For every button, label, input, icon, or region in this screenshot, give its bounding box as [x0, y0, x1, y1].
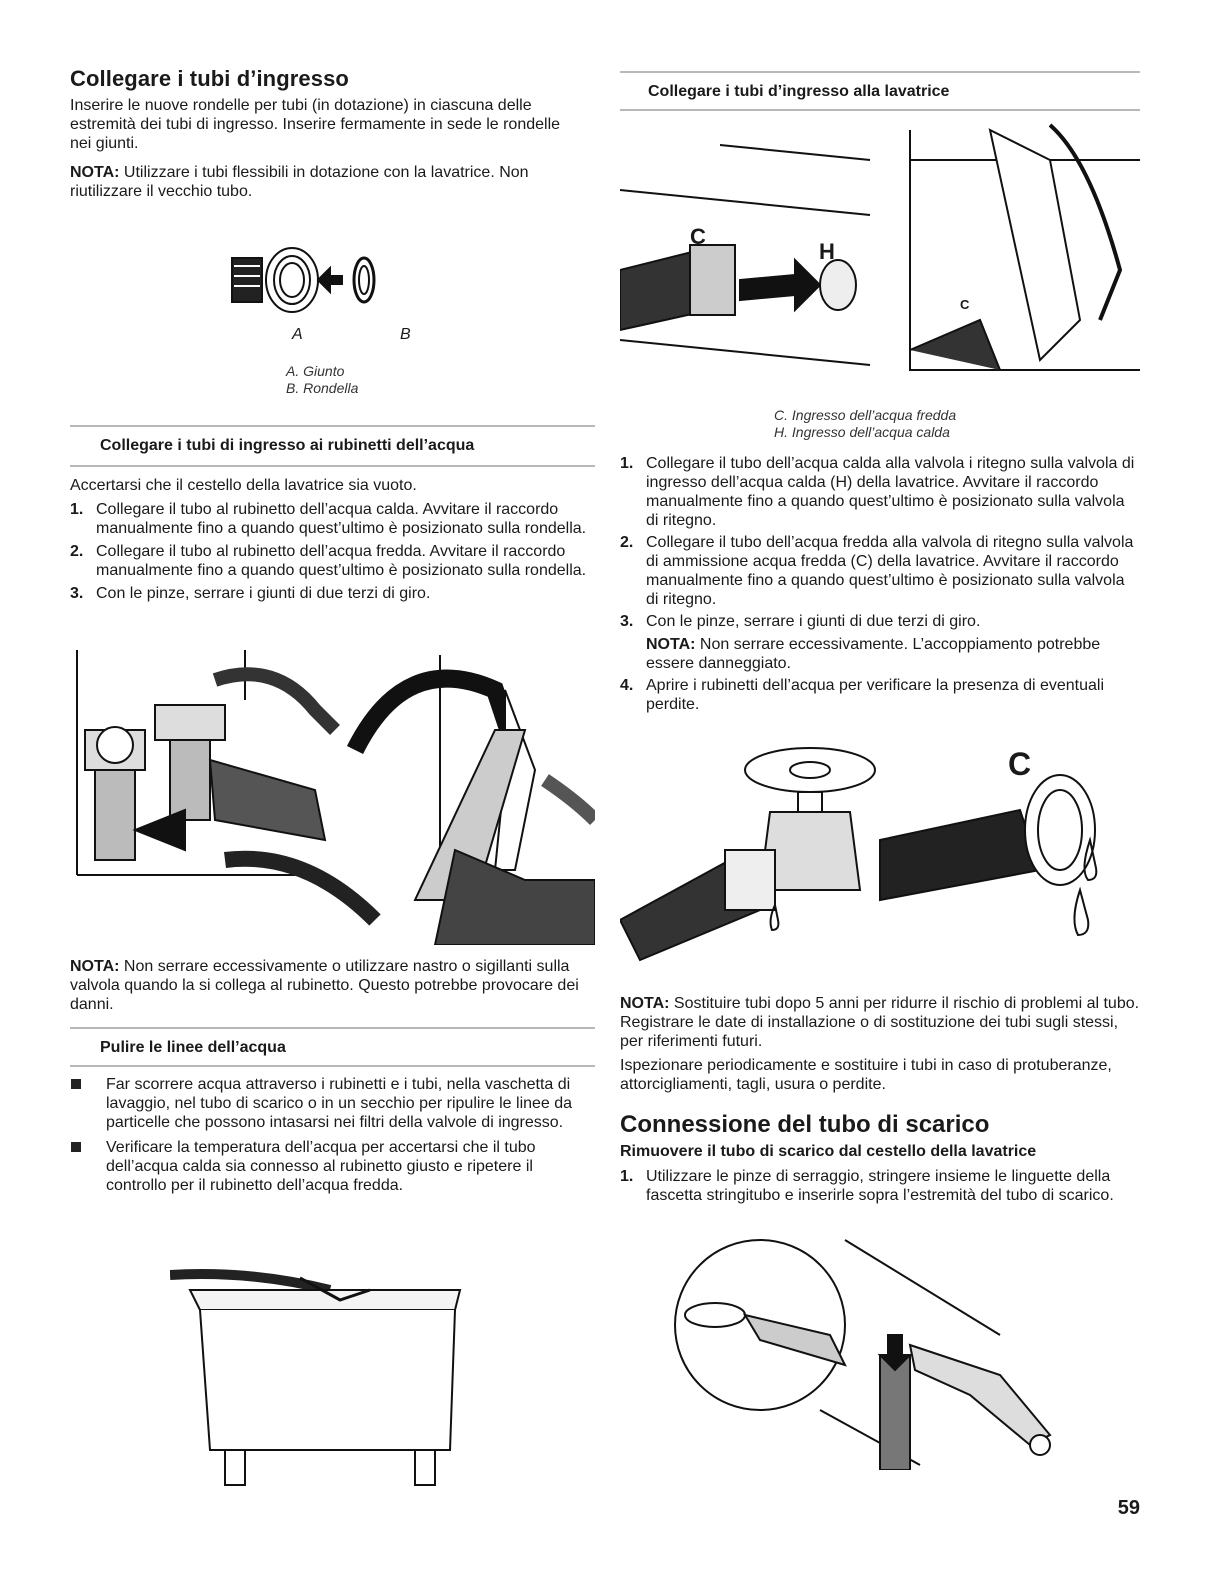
clean-lines-list: Far scorrere acqua attraverso i rubinett…	[70, 1075, 590, 1195]
inspect-paragraph: Ispezionare periodicamente e sostituire …	[620, 1057, 1112, 1093]
page-number: 59	[1117, 1497, 1140, 1519]
subheading-faucets-text: Collegare i tubi di ingresso ai rubinett…	[100, 437, 475, 454]
subheading-washer-inlet: Collegare i tubi d’ingresso alla lavatri…	[620, 71, 1140, 111]
drain-subheading: Rimuovere il tubo di scarico dal cestell…	[620, 1143, 1037, 1160]
section-title: Collegare i tubi d’ingresso	[70, 66, 349, 91]
nota-label: NOTA:	[620, 995, 670, 1012]
list-item: 3.Con le pinze, serrare i giunti di due …	[70, 585, 431, 602]
subheading-faucets: Collegare i tubi di ingresso ai rubinett…	[70, 425, 595, 467]
hose-fitting-illustration	[231, 247, 376, 313]
nota-paragraph-2: NOTA: Non serrare eccessivamente o utili…	[70, 957, 590, 1014]
drain-hose-clamp-illustration	[674, 1239, 1052, 1470]
list-item: 1.Utilizzare le pinze di serraggio, stri…	[620, 1168, 1114, 1204]
washer-inlet-illustration	[620, 123, 1140, 371]
list-item: 2.Collegare il tubo dell’acqua fredda al…	[620, 534, 1134, 608]
faucet-connection-illustration	[76, 650, 595, 945]
nota-label: NOTA:	[70, 164, 120, 181]
step-nota: NOTA: Non serrare eccessivamente. L’acco…	[646, 636, 1101, 672]
faucet-steps: 1.Collegare il tubo al rubinetto dell’ac…	[70, 500, 590, 603]
label-a: A	[292, 326, 303, 343]
intro-paragraph: Inserire le nuove rondelle per tubi (in …	[70, 97, 561, 152]
nota-text: Non serrare eccessivamente o utilizzare …	[70, 958, 579, 1013]
caption-h: H. Ingresso dell’acqua calda	[774, 424, 950, 440]
list-item: 3.Con le pinze, serrare i giunti di due …	[620, 612, 1135, 673]
list-item: Verificare la temperatura dell’acqua per…	[70, 1138, 590, 1195]
subheading-washer-inlet-text: Collegare i tubi d’ingresso alla lavatri…	[648, 83, 950, 100]
label-c-small: C	[960, 297, 970, 312]
nota-text: Sostituire tubi dopo 5 anni per ridurre …	[620, 995, 1140, 1050]
list-item: 1.Collegare il tubo al rubinetto dell’ac…	[70, 501, 587, 537]
laundry-tub-illustration	[170, 1269, 462, 1486]
faucet-intro: Accertarsi che il cestello della lavatri…	[70, 477, 417, 494]
leak-check-illustration	[620, 747, 1098, 962]
nota-label: NOTA:	[70, 958, 120, 975]
caption-b: B. Rondella	[286, 380, 359, 396]
list-item: 1.Collegare il tubo dell’acqua calda all…	[620, 455, 1135, 529]
list-item: Far scorrere acqua attraverso i rubinett…	[70, 1075, 590, 1132]
label-b: B	[400, 326, 411, 343]
subheading-clean-lines-text: Pulire le linee dell’acqua	[100, 1039, 286, 1056]
caption-a: A. Giunto	[286, 363, 345, 379]
nota-replace: NOTA: Sostituire tubi dopo 5 anni per ri…	[620, 994, 1140, 1051]
list-item: 4.Aprire i rubinetti dell’acqua per veri…	[620, 677, 1105, 713]
list-item: 2.Collegare il tubo al rubinetto dell’ac…	[70, 543, 587, 579]
subheading-clean-lines: Pulire le linee dell’acqua	[70, 1027, 595, 1067]
caption-c: C. Ingresso dell’acqua fredda	[774, 407, 957, 423]
label-c: C	[690, 224, 706, 249]
nota-text: Utilizzare i tubi flessibili in dotazion…	[70, 164, 529, 200]
drain-steps: 1.Utilizzare le pinze di serraggio, stri…	[620, 1167, 1135, 1205]
nota-paragraph: NOTA: Utilizzare i tubi flessibili in do…	[70, 163, 585, 201]
label-h: H	[819, 239, 835, 264]
label-c-large: C	[1008, 746, 1032, 782]
drain-section-title: Connessione del tubo di scarico	[620, 1111, 990, 1138]
washer-inlet-steps: 1.Collegare il tubo dell’acqua calda all…	[620, 454, 1135, 714]
